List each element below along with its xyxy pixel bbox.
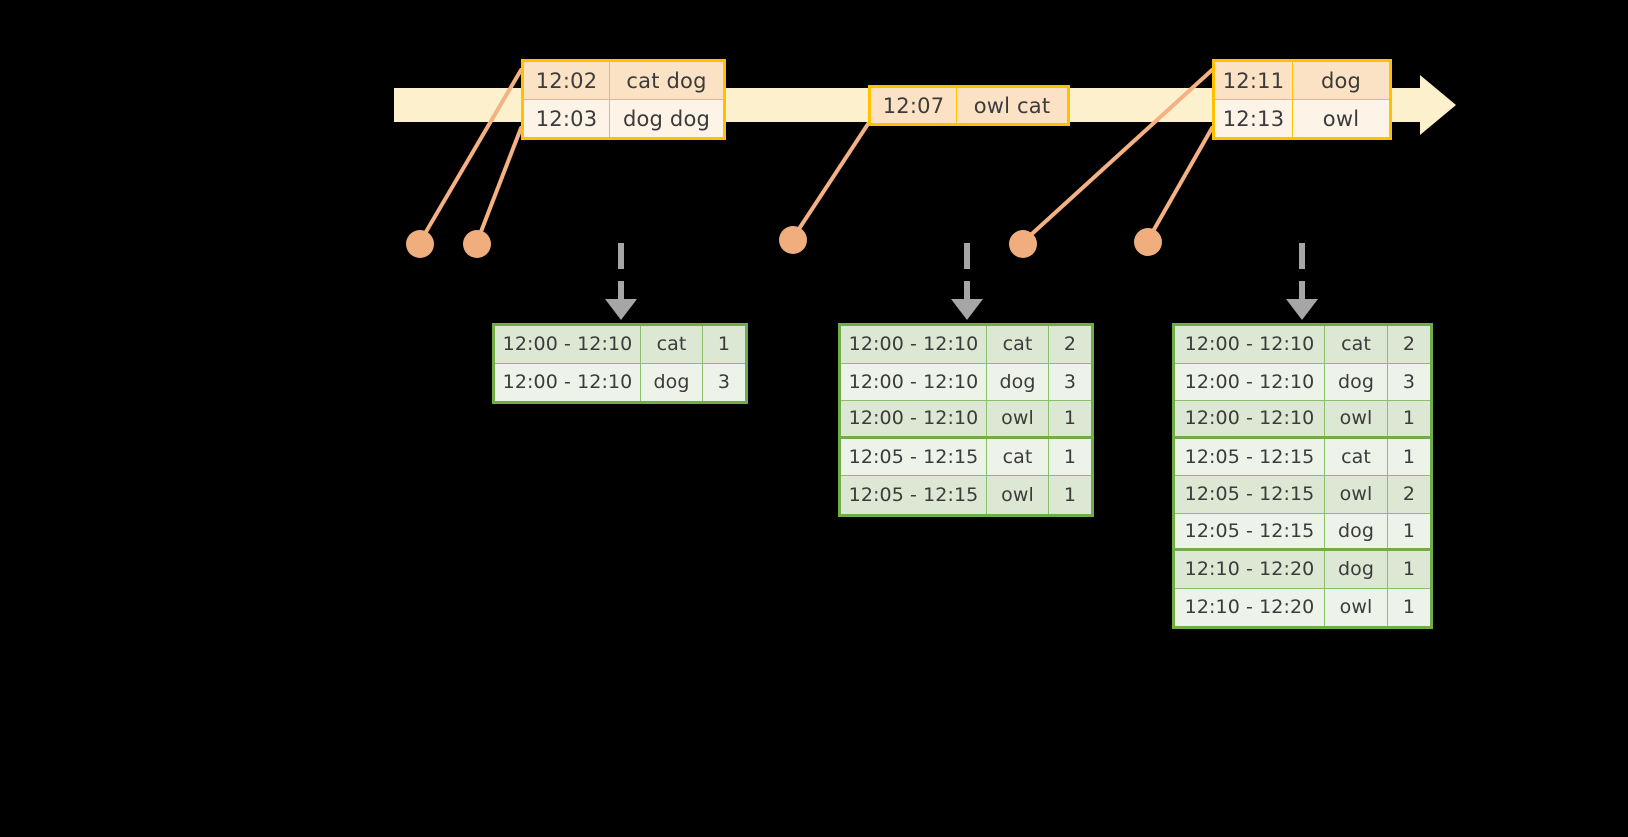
emit-arrow-heads [605,299,1318,320]
table-row[interactable]: 12:05 - 12:15 cat 1 [841,438,1091,476]
connector-line-12-03 [475,126,523,244]
result-count: 2 [1388,326,1430,363]
event-row[interactable]: 12:11 dog [1215,62,1389,100]
result-count: 1 [1388,551,1430,588]
result-window: 12:00 - 12:10 [495,363,641,401]
result-window: 12:00 - 12:10 [495,326,641,363]
result-window: 12:10 - 12:20 [1175,551,1325,588]
table-row[interactable]: 12:10 - 12:20 dog 1 [1175,551,1430,589]
result-table-2[interactable]: 12:00 - 12:10 cat 2 12:00 - 12:10 dog 3 … [838,323,1094,517]
event-time: 12:02 [524,62,610,99]
emit-arrow-head-2 [951,299,983,320]
result-window: 12:05 - 12:15 [1175,476,1325,513]
event-time: 12:11 [1215,62,1293,99]
event-connector-dot [1009,230,1037,258]
connector-line-12-02 [418,68,523,244]
event-group-1[interactable]: 12:02 cat dog 12:03 dog dog [521,59,726,140]
result-count: 3 [1388,363,1430,400]
result-key: owl [1325,588,1388,626]
connector-dots [406,226,1162,258]
timeline-arrow-head [1412,75,1456,135]
table-row[interactable]: 12:00 - 12:10 dog 3 [1175,363,1430,401]
result-count: 1 [1049,476,1091,514]
result-key: dog [987,363,1049,400]
event-time: 12:03 [524,100,610,137]
result-window: 12:00 - 12:10 [1175,326,1325,363]
event-row[interactable]: 12:07 owl cat [871,88,1067,123]
event-group-3[interactable]: 12:11 dog 12:13 owl [1212,59,1392,140]
result-count: 1 [1049,401,1091,436]
emit-arrows [618,243,1305,303]
result-window: 12:05 - 12:15 [841,438,987,475]
result-count: 1 [1388,401,1430,436]
event-words: dog [1293,62,1389,99]
result-key: dog [1325,513,1388,548]
result-key: owl [1325,401,1388,436]
result-window: 12:00 - 12:10 [841,401,987,436]
result-window: 12:00 - 12:10 [841,363,987,400]
event-connector-dot [779,226,807,254]
result-key: dog [641,363,703,401]
result-key: cat [1325,326,1388,363]
event-words: dog dog [610,100,723,137]
result-window: 12:00 - 12:10 [841,326,987,363]
table-row[interactable]: 12:00 - 12:10 cat 2 [841,326,1091,364]
connector-line-12-13 [1146,126,1214,242]
result-key: cat [1325,438,1388,475]
event-row[interactable]: 12:03 dog dog [524,100,723,137]
table-row[interactable]: 12:00 - 12:10 cat 1 [495,326,745,364]
result-window: 12:10 - 12:20 [1175,588,1325,626]
table-row[interactable]: 12:05 - 12:15 cat 1 [1175,438,1430,476]
result-table-3[interactable]: 12:00 - 12:10 cat 2 12:00 - 12:10 dog 3 … [1172,323,1433,629]
result-count: 1 [703,326,745,363]
result-count: 2 [1388,476,1430,513]
result-count: 3 [703,363,745,401]
result-window: 12:00 - 12:10 [1175,363,1325,400]
result-count: 1 [1049,438,1091,475]
event-group-2[interactable]: 12:07 owl cat [868,85,1070,126]
event-connector-dot [463,230,491,258]
result-table-1[interactable]: 12:00 - 12:10 cat 1 12:00 - 12:10 dog 3 [492,323,748,404]
result-count: 1 [1388,438,1430,475]
event-words: owl cat [957,88,1067,123]
event-row[interactable]: 12:13 owl [1215,100,1389,137]
result-key: owl [987,476,1049,514]
connector-line-12-07 [791,122,870,240]
result-window: 12:05 - 12:15 [841,476,987,514]
table-row[interactable]: 12:00 - 12:10 dog 3 [841,363,1091,401]
event-words: owl [1293,100,1389,137]
result-count: 3 [1049,363,1091,400]
emit-arrow-head-3 [1286,299,1318,320]
table-row[interactable]: 12:00 - 12:10 cat 2 [1175,326,1430,364]
event-words: cat dog [610,62,723,99]
table-row[interactable]: 12:05 - 12:15 owl 2 [1175,476,1430,514]
event-row[interactable]: 12:02 cat dog [524,62,723,100]
result-key: dog [1325,551,1388,588]
table-row[interactable]: 12:10 - 12:20 owl 1 [1175,588,1430,626]
result-key: owl [1325,476,1388,513]
result-window: 12:00 - 12:10 [1175,401,1325,436]
table-row[interactable]: 12:05 - 12:15 dog 1 [1175,513,1430,551]
table-row[interactable]: 12:00 - 12:10 owl 1 [841,401,1091,439]
result-count: 1 [1388,588,1430,626]
result-key: cat [641,326,703,363]
result-key: dog [1325,363,1388,400]
result-window: 12:05 - 12:15 [1175,513,1325,548]
result-key: cat [987,326,1049,363]
table-row[interactable]: 12:00 - 12:10 dog 3 [495,363,745,401]
event-time: 12:13 [1215,100,1293,137]
result-window: 12:05 - 12:15 [1175,438,1325,475]
event-connector-dot [1134,228,1162,256]
event-connector-dot [406,230,434,258]
result-count: 1 [1388,513,1430,548]
table-row[interactable]: 12:05 - 12:15 owl 1 [841,476,1091,514]
result-key: cat [987,438,1049,475]
result-key: owl [987,401,1049,436]
table-row[interactable]: 12:00 - 12:10 owl 1 [1175,401,1430,439]
emit-arrow-head-1 [605,299,637,320]
event-time: 12:07 [871,88,957,123]
result-count: 2 [1049,326,1091,363]
